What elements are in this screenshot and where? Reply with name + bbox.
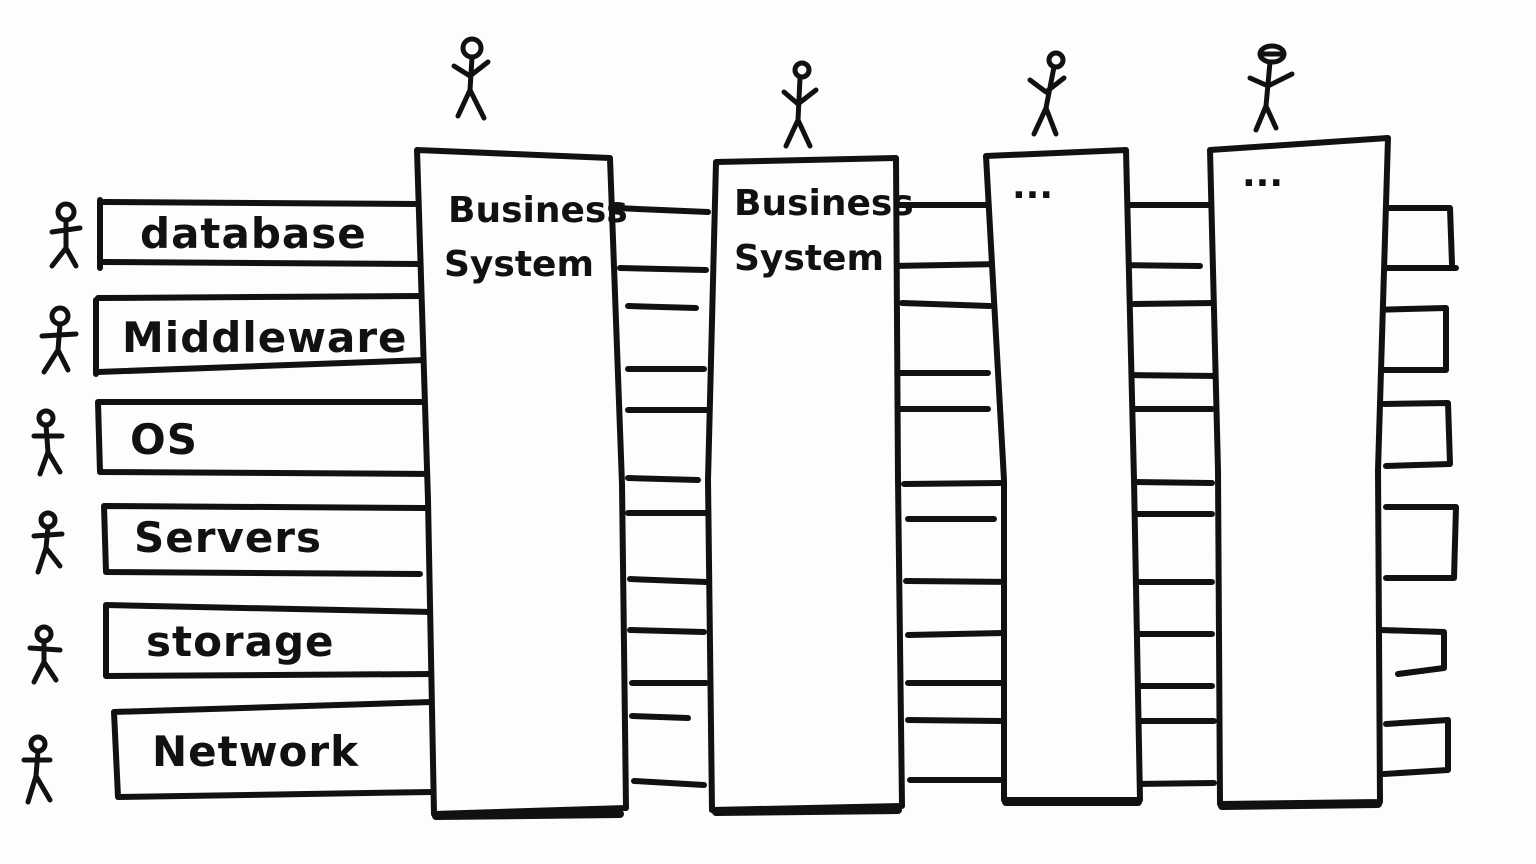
layer-os: OS xyxy=(95,399,439,477)
person-icon xyxy=(31,408,65,477)
person-icon xyxy=(21,734,53,805)
layer-label-servers: Servers xyxy=(134,513,322,562)
rungs-col3-col4 xyxy=(1111,202,1223,787)
rungs-col1-col2 xyxy=(613,205,711,788)
layer-storage: storage xyxy=(103,602,436,679)
layer-label-network: Network xyxy=(152,727,359,776)
layer-middleware: Middleware xyxy=(93,293,428,377)
person-icon xyxy=(1027,50,1067,137)
person-icon xyxy=(27,624,63,685)
business-system-column-2: Business System xyxy=(705,155,914,816)
layer-label-storage: storage xyxy=(146,617,335,666)
layer-label-middleware: Middleware xyxy=(122,313,408,362)
rungs-col4-right xyxy=(1367,205,1459,777)
rungs-col2-col3 xyxy=(889,202,1021,783)
business-system-column-1: Business System xyxy=(414,147,629,820)
system-1-title-line2: System xyxy=(444,244,594,285)
system-1-title-line1: Business xyxy=(448,190,628,231)
person-icon xyxy=(31,510,65,575)
layer-label-database: database xyxy=(140,209,367,258)
business-system-column-4: ... xyxy=(1207,135,1391,810)
person-icon xyxy=(39,305,79,375)
person-icon xyxy=(1247,43,1295,133)
layer-database: database xyxy=(97,197,423,271)
person-icon xyxy=(451,36,491,121)
business-system-column-3: ... xyxy=(983,147,1143,806)
system-2-title-line1: Business xyxy=(734,183,914,224)
layer-network: Network xyxy=(111,699,435,800)
layer-servers: Servers xyxy=(101,503,428,577)
system-4-title: ... xyxy=(1242,154,1283,195)
system-2-title-line2: System xyxy=(734,238,884,279)
layer-label-os: OS xyxy=(130,415,198,464)
person-icon xyxy=(781,60,819,149)
system-3-title: ... xyxy=(1012,166,1053,207)
person-icon xyxy=(49,201,83,269)
